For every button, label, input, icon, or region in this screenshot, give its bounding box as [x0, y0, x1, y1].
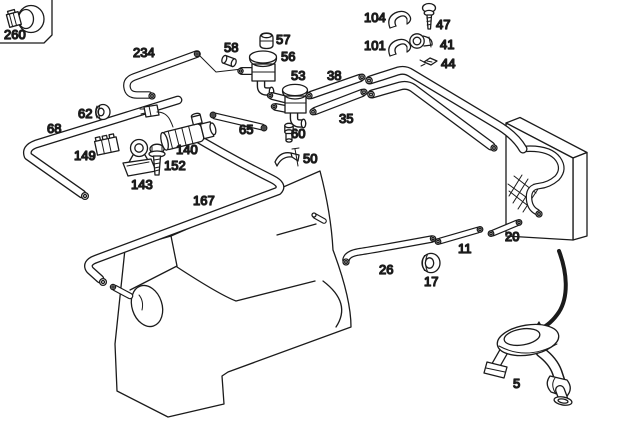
part-label-20: 20 — [505, 229, 519, 244]
part-label-5: 5 — [513, 376, 520, 391]
heater-feed-hose-lower — [367, 80, 498, 152]
part-label-56: 56 — [281, 49, 295, 64]
part-label-68: 68 — [47, 121, 61, 136]
fitting-58 — [221, 54, 237, 68]
grommet-62 — [95, 103, 111, 121]
heater-feed-hose-upper — [365, 65, 528, 154]
clamp-149 — [93, 133, 120, 156]
part-label-11: 11 — [458, 241, 472, 256]
direction-arrow — [531, 249, 568, 333]
part-label-35: 35 — [339, 111, 353, 126]
part-label-167: 167 — [193, 193, 215, 208]
hose-65 — [209, 111, 268, 132]
part-label-152: 152 — [164, 158, 186, 173]
part-label-17: 17 — [424, 274, 438, 289]
bracket-50 — [274, 147, 300, 167]
cap-57 — [259, 32, 274, 50]
valve-56 — [237, 50, 278, 97]
part-label-260: 260 — [4, 27, 26, 42]
valve-53 — [266, 83, 309, 129]
hose-234 — [123, 50, 243, 100]
part-label-41: 41 — [440, 37, 454, 52]
part-label-143: 143 — [131, 177, 153, 192]
part-label-58: 58 — [224, 40, 238, 55]
part-label-149: 149 — [74, 148, 96, 163]
part-label-38: 38 — [327, 68, 341, 83]
part-label-50: 50 — [303, 151, 317, 166]
part-label-140: 140 — [176, 142, 198, 157]
part-label-101: 101 — [364, 38, 386, 53]
pump-140 — [139, 104, 217, 151]
hose-68 — [22, 95, 183, 201]
pipe-5 — [483, 323, 573, 406]
hose-35 — [309, 88, 368, 116]
part-260-sealing-cap — [5, 4, 45, 34]
screw-152 — [148, 143, 166, 176]
hose-26 — [342, 235, 437, 266]
hose-38 — [305, 73, 366, 100]
part-label-57: 57 — [276, 32, 290, 47]
clip-101 — [388, 38, 412, 57]
part-label-26: 26 — [379, 262, 393, 277]
part-labels: 260 234 58 57 56 53 38 35 104 101 47 41 … — [3, 9, 521, 391]
clamp-41 — [409, 33, 433, 49]
part-label-62: 62 — [78, 106, 92, 121]
part-label-234: 234 — [133, 45, 155, 60]
part-label-65: 65 — [239, 122, 253, 137]
part-label-47: 47 — [436, 17, 450, 32]
part-label-60: 60 — [291, 126, 305, 141]
pipe-11 — [434, 225, 484, 246]
part-label-104: 104 — [364, 10, 386, 25]
pipe-20 — [487, 218, 523, 238]
fitting-60 — [284, 122, 294, 143]
part-label-44: 44 — [441, 56, 455, 71]
bracket-143 — [122, 138, 157, 177]
part-label-53: 53 — [291, 68, 305, 83]
grommet-17 — [421, 252, 441, 274]
screw-47 — [421, 2, 437, 30]
engine-block — [114, 170, 352, 418]
hose-167 — [84, 129, 285, 300]
clip-44 — [419, 57, 438, 67]
clip-104 — [388, 10, 412, 29]
inset-box — [0, 0, 53, 44]
